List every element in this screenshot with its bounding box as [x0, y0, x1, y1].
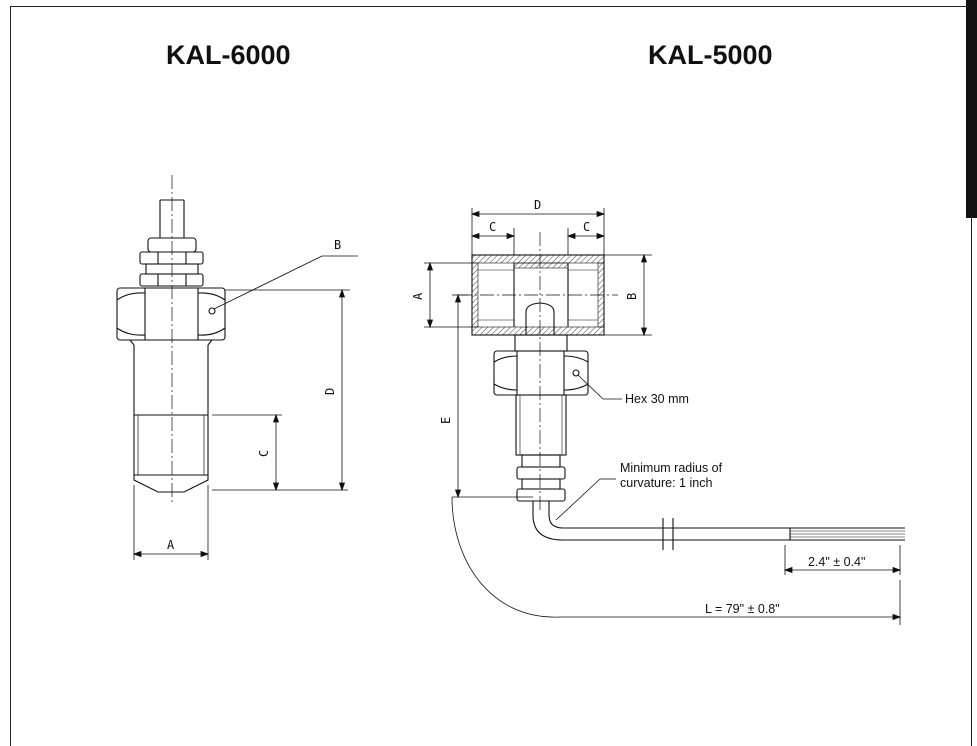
kal5000-dim-e	[452, 293, 533, 499]
kal6000-label-d: D	[323, 388, 337, 395]
kal5000-dim-d	[470, 208, 606, 255]
kal6000-dim-a	[132, 485, 210, 560]
kal6000-label-b: B	[334, 238, 341, 252]
kal5000-label-d: D	[534, 198, 541, 212]
kal5000-label-b: B	[625, 293, 639, 300]
kal5000-radius-note-line1: Minimum radius of	[620, 461, 723, 475]
kal6000-gland	[139, 237, 204, 287]
kal5000-wire-length-note: 2.4" ± 0.4"	[808, 555, 865, 569]
kal6000-label-a: A	[167, 538, 175, 552]
kal5000-label-a: A	[411, 292, 425, 300]
side-tab-marker	[966, 0, 977, 218]
kal6000-dim-c	[212, 413, 348, 492]
kal6000-hex-body	[116, 287, 226, 341]
kal5000-dim-a	[424, 261, 472, 329]
kal6000-shaft	[129, 339, 213, 493]
kal-6000-drawing	[116, 175, 358, 560]
kal5000-radius-leader	[555, 478, 616, 521]
kal5000-hex-leader	[577, 374, 622, 400]
drawing-frame	[10, 6, 972, 746]
kal6000-label-c: C	[257, 450, 271, 457]
kal6000-leader-b	[213, 255, 358, 310]
kal5000-dim-wire-length	[783, 545, 902, 575]
kal-5000-drawing	[424, 208, 905, 625]
title-kal-6000: KAL-6000	[166, 40, 291, 70]
kal5000-total-length-note: L = 79" ± 0.8"	[705, 602, 780, 616]
kal5000-dim-b	[604, 253, 652, 337]
kal5000-label-e: E	[439, 417, 453, 424]
kal5000-radius-note-line2: curvature: 1 inch	[620, 476, 712, 490]
kal5000-body	[515, 394, 567, 502]
kal5000-dim-c	[470, 228, 606, 255]
kal5000-hex-nut	[493, 350, 589, 396]
kal5000-dim-total-length	[451, 496, 902, 625]
title-kal-5000: KAL-5000	[648, 40, 773, 70]
kal5000-label-c-right: C	[583, 220, 590, 234]
kal5000-hex-note: Hex 30 mm	[625, 392, 689, 406]
kal5000-label-c-left: C	[489, 220, 496, 234]
kal5000-cable	[532, 501, 905, 550]
kal6000-dim-d	[225, 288, 350, 492]
